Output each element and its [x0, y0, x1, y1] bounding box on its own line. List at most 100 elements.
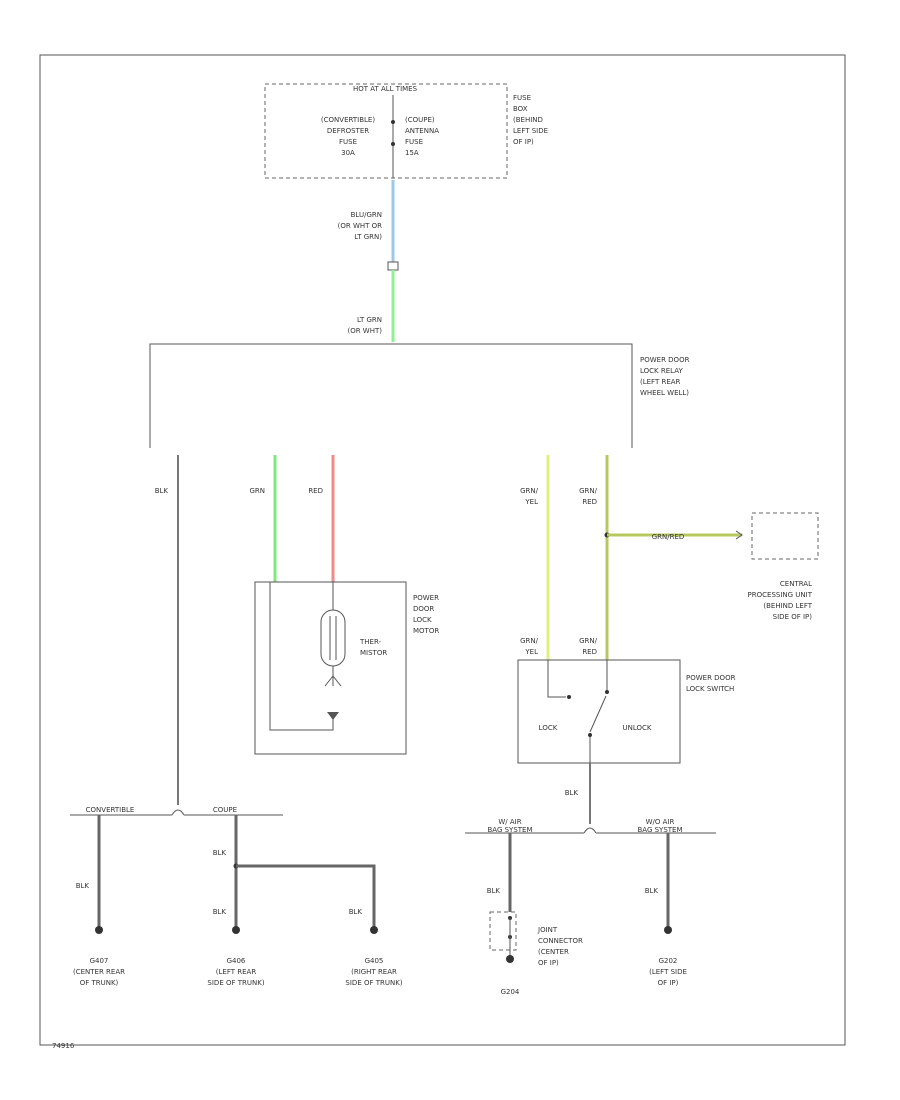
cpu-label: CENTRAL PROCESSING UNIT (BEHIND LEFT SID… — [748, 580, 813, 621]
svg-text:LT GRN): LT GRN) — [354, 233, 382, 241]
switch-common-contact — [588, 733, 592, 737]
joint-connector-label: JOINT CONNECTOR (CENTER OF IP) — [537, 926, 583, 967]
wire-blk-switch-label: BLK — [565, 789, 579, 797]
central-processing-unit — [751, 512, 819, 560]
fuse-node-bottom — [391, 142, 395, 146]
svg-text:30A: 30A — [341, 149, 355, 157]
switch-lock-label: LOCK — [539, 724, 558, 732]
without-air-bag-label: W/O AIR BAG SYSTEM — [637, 818, 682, 834]
svg-text:(LEFT SIDE: (LEFT SIDE — [649, 968, 687, 976]
svg-text:LOCK RELAY: LOCK RELAY — [640, 367, 683, 375]
svg-text:DOOR: DOOR — [413, 605, 434, 613]
svg-text:SIDE OF IP): SIDE OF IP) — [773, 613, 813, 621]
svg-text:GRN/: GRN/ — [579, 487, 598, 495]
svg-text:FUSE: FUSE — [513, 94, 531, 102]
ground-g407-label: G407 (CENTER REAR OF TRUNK) — [73, 957, 125, 987]
svg-text:(LEFT REAR: (LEFT REAR — [640, 378, 681, 386]
switch-blade — [589, 695, 607, 733]
wire-grn-yel-label: GRN/ YEL — [520, 487, 539, 506]
wire-grn-red-label: GRN/ RED — [579, 487, 598, 506]
svg-text:(BEHIND LEFT: (BEHIND LEFT — [763, 602, 812, 610]
svg-text:POWER: POWER — [413, 594, 439, 602]
svg-text:BOX: BOX — [513, 105, 528, 113]
ground-g407-icon — [95, 926, 103, 934]
svg-text:(RIGHT REAR: (RIGHT REAR — [351, 968, 397, 976]
coupe-label: COUPE — [213, 806, 237, 814]
svg-text:CENTRAL: CENTRAL — [780, 580, 812, 588]
svg-text:GRN/: GRN/ — [520, 637, 539, 645]
svg-text:OF IP): OF IP) — [658, 979, 679, 987]
power-door-lock-motor — [254, 581, 407, 755]
svg-text:(COUPE): (COUPE) — [405, 116, 435, 124]
svg-text:ANTENNA: ANTENNA — [405, 127, 439, 135]
svg-text:OF IP): OF IP) — [513, 138, 534, 146]
svg-text:YEL: YEL — [524, 648, 538, 656]
fuse-box-label: FUSE BOX (BEHIND LEFT SIDE OF IP) — [513, 94, 548, 146]
svg-text:POWER DOOR: POWER DOOR — [686, 674, 736, 682]
svg-text:FUSE: FUSE — [339, 138, 357, 146]
svg-text:LOCK SWITCH: LOCK SWITCH — [686, 685, 734, 693]
svg-text:(BEHIND: (BEHIND — [513, 116, 543, 124]
svg-text:CONNECTOR: CONNECTOR — [538, 937, 583, 945]
svg-text:YEL: YEL — [524, 498, 538, 506]
switch-unlock-contact — [605, 690, 609, 694]
svg-text:G202: G202 — [659, 957, 678, 965]
svg-text:(OR WHT OR: (OR WHT OR — [338, 222, 383, 230]
svg-text:MISTOR: MISTOR — [360, 649, 387, 657]
svg-text:RED: RED — [582, 498, 597, 506]
svg-text:OF TRUNK): OF TRUNK) — [80, 979, 119, 987]
wire-blk-g405 — [236, 864, 376, 928]
svg-text:(OR WHT): (OR WHT) — [347, 327, 382, 335]
svg-text:(CENTER REAR: (CENTER REAR — [73, 968, 125, 976]
wire-blk-main-label: BLK — [155, 487, 169, 495]
power-door-lock-switch — [517, 659, 681, 764]
diagram-frame — [39, 54, 846, 1046]
svg-text:G405: G405 — [365, 957, 384, 965]
wire-blk-g202-label: BLK — [645, 887, 659, 895]
svg-text:(LEFT REAR: (LEFT REAR — [216, 968, 257, 976]
wire-blu-grn-label: BLU/GRN (OR WHT OR LT GRN) — [338, 211, 383, 241]
svg-text:WHEEL WELL): WHEEL WELL) — [640, 389, 689, 397]
wire-blk-g204-label: BLK — [487, 887, 501, 895]
fuse-header: HOT AT ALL TIMES — [353, 85, 418, 93]
motor-internal-wire — [269, 582, 334, 731]
svg-text:GRN/: GRN/ — [520, 487, 539, 495]
ground-g405-icon — [370, 926, 378, 934]
wire-grn-label: GRN — [249, 487, 265, 495]
ground-g204-label: G204 — [501, 988, 520, 996]
inline-connector — [387, 261, 399, 271]
svg-text:W/O AIR: W/O AIR — [646, 818, 675, 826]
svg-text:THER-: THER- — [359, 638, 382, 646]
wire-blk-g407-label: BLK — [76, 882, 90, 890]
thermistor-label: THER- MISTOR — [359, 638, 387, 657]
svg-text:G407: G407 — [90, 957, 109, 965]
cpu-connector-icon — [735, 530, 743, 540]
air-bag-jumper — [583, 827, 597, 834]
option-jumper — [171, 809, 185, 816]
svg-text:(CENTER: (CENTER — [538, 948, 569, 956]
svg-text:FUSE: FUSE — [405, 138, 423, 146]
power-door-lock-relay — [149, 343, 633, 448]
svg-text:SIDE OF TRUNK): SIDE OF TRUNK) — [345, 979, 402, 987]
svg-text:G406: G406 — [227, 957, 246, 965]
switch-unlock-label: UNLOCK — [623, 724, 652, 732]
joint-connector — [489, 911, 517, 951]
svg-text:LEFT SIDE: LEFT SIDE — [513, 127, 548, 135]
wire-blk-g405-label: BLK — [349, 908, 363, 916]
svg-text:BLU/GRN: BLU/GRN — [351, 211, 382, 219]
ground-g202-label: G202 (LEFT SIDE OF IP) — [649, 957, 687, 987]
fuse-node-top — [391, 120, 395, 124]
motor-label: POWER DOOR LOCK MOTOR — [413, 594, 439, 635]
svg-text:MOTOR: MOTOR — [413, 627, 439, 635]
ground-g204-icon — [506, 955, 514, 963]
svg-text:SIDE OF TRUNK): SIDE OF TRUNK) — [207, 979, 264, 987]
svg-text:LT GRN: LT GRN — [357, 316, 382, 324]
svg-text:JOINT: JOINT — [537, 926, 558, 934]
wire-blk-g406-label: BLK — [213, 908, 227, 916]
switch-label: POWER DOOR LOCK SWITCH — [686, 674, 736, 693]
wire-grn-red-switch-label: GRN/ RED — [579, 637, 598, 656]
wire-grn-yel-switch-label: GRN/ YEL — [520, 637, 539, 656]
figure-id: 74916 — [52, 1042, 75, 1050]
wire-grn-red-cpu-label: GRN/RED — [652, 533, 685, 541]
